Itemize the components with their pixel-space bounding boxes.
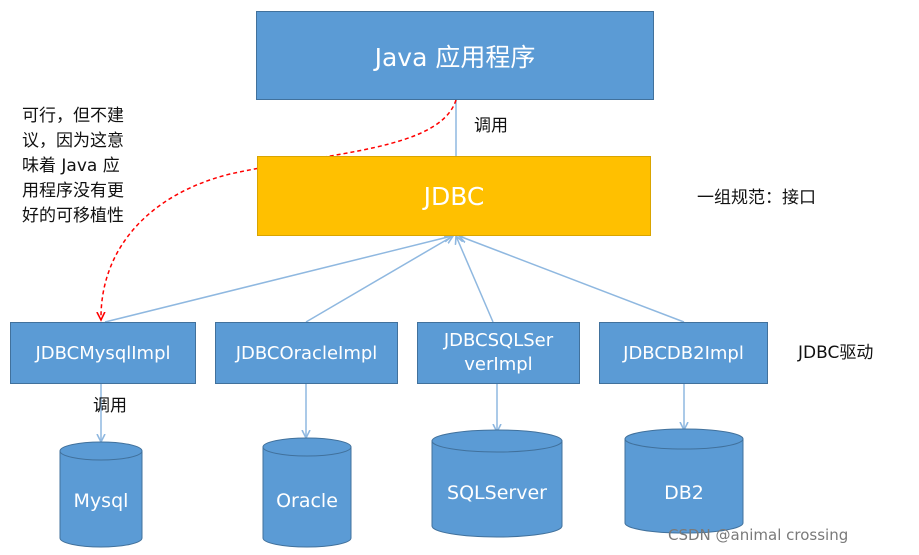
db-label-oracle: Oracle (276, 490, 338, 512)
oracleimpl-to-jdbc-arrow (305, 236, 453, 323)
driver-box-db2: JDBCDB2Impl (599, 322, 768, 384)
watermark: CSDN @animal crossing (668, 526, 849, 544)
db-oracle (262, 437, 352, 548)
jdbc-label: JDBC (423, 181, 485, 211)
driver-label: JDBCDB2Impl (623, 342, 744, 364)
db-label-db2: DB2 (664, 482, 704, 504)
db-db2 (624, 428, 744, 534)
driver-box-oracle: JDBCOracleImpl (215, 322, 398, 384)
db2impl-to-jdbc-arrow (459, 236, 685, 323)
db-label-mysql: Mysql (73, 490, 129, 512)
db-sqlserver (431, 429, 563, 538)
driver-label: JDBCOracleImpl (235, 342, 378, 364)
call-label-top: 调用 (474, 116, 508, 136)
sqlserverimpl-to-jdbc-arrow (456, 236, 494, 323)
java-app-box: Java 应用程序 (256, 11, 654, 100)
db-label-sqlserver: SQLServer (447, 482, 547, 504)
mysqlimpl-to-jdbc-arrow (104, 236, 452, 323)
java-app-label: Java 应用程序 (374, 42, 536, 72)
portability-note: 可行，但不建 议，因为这意 味着 Java 应 用程序没有更 好的可移植性 (22, 106, 124, 226)
app-to-mysqlimpl-dashed-arrow (101, 99, 457, 320)
jdbc-box: JDBC (257, 156, 651, 236)
db-mysql (59, 441, 143, 548)
driver-label: JDBCSQLSer verImpl (443, 330, 554, 375)
jdbc-desc: 一组规范：接口 (697, 188, 816, 208)
jdbc-driver-group-label: JDBC驱动 (798, 343, 874, 363)
driver-box-mysql: JDBCMysqlImpl (10, 322, 196, 384)
call-label-mysql: 调用 (93, 396, 127, 416)
driver-box-sqlserver: JDBCSQLSer verImpl (417, 322, 580, 384)
driver-label: JDBCMysqlImpl (35, 342, 171, 364)
